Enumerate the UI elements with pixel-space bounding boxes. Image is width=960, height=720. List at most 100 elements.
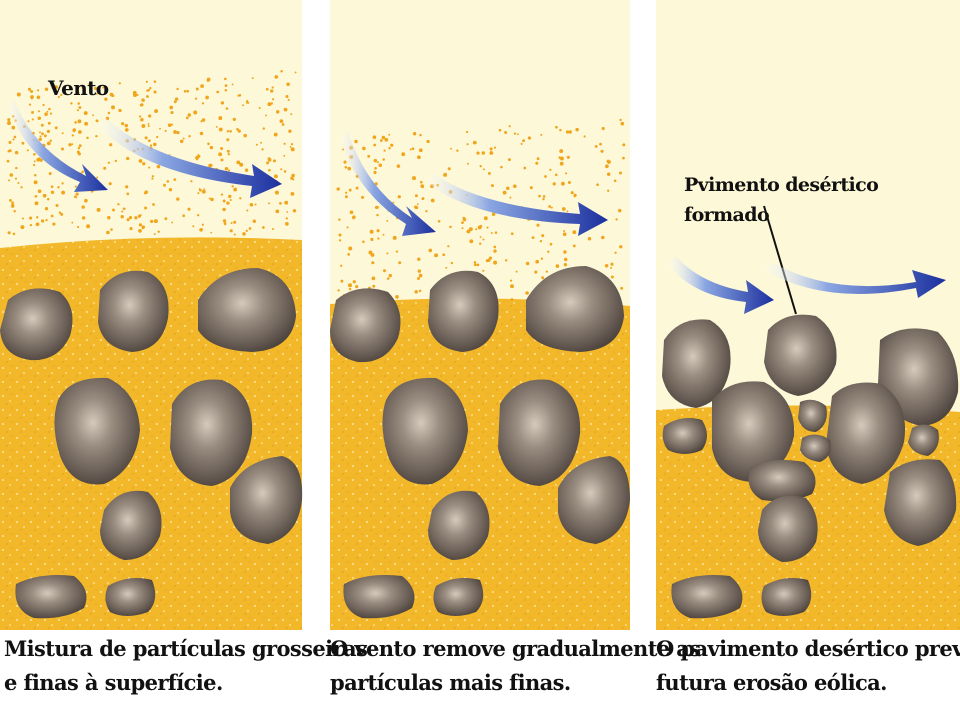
dust-particle: [29, 216, 33, 220]
dust-particle: [140, 103, 144, 107]
dust-particle: [170, 110, 174, 115]
dust-particle: [417, 277, 420, 280]
dust-particle: [199, 131, 204, 136]
dust-particle: [54, 126, 58, 130]
dust-particle: [272, 98, 275, 101]
dust-particle: [486, 226, 489, 229]
rock: [662, 319, 731, 408]
dust-particle: [77, 102, 80, 105]
dust-particle: [270, 89, 274, 93]
dust-particle: [267, 158, 272, 162]
dust-particle: [31, 118, 34, 121]
rock: [800, 434, 831, 462]
dust-particle: [397, 195, 401, 199]
dust-particle: [285, 222, 289, 226]
dust-particle: [479, 165, 482, 168]
rock: [908, 424, 939, 456]
dust-particle: [148, 139, 151, 142]
dust-particle: [348, 246, 353, 251]
dust-particle: [209, 145, 214, 150]
dust-particle: [71, 221, 74, 224]
dust-particle: [273, 174, 278, 179]
dust-particle: [226, 149, 230, 153]
dust-particle: [226, 130, 230, 133]
dust-particle: [88, 82, 92, 86]
dust-particle: [70, 102, 73, 105]
dust-particle: [552, 182, 556, 186]
dust-particle: [163, 183, 166, 187]
dust-particle: [228, 194, 232, 199]
rock: [526, 266, 624, 352]
dust-particle: [426, 139, 430, 144]
dust-particle: [125, 128, 129, 132]
dust-particle: [346, 226, 349, 229]
dust-particle: [610, 262, 614, 266]
dust-particle: [409, 148, 412, 151]
dust-particle: [106, 230, 110, 235]
dust-particle: [26, 149, 29, 152]
rock: [98, 270, 169, 352]
dust-particle: [224, 167, 229, 171]
dust-particle: [373, 158, 378, 163]
dust-particle: [195, 155, 199, 160]
dust-particle: [86, 224, 91, 229]
dust-particle: [153, 80, 157, 83]
dust-particle: [164, 217, 168, 221]
dust-particle: [566, 155, 570, 159]
dust-particle: [383, 149, 386, 152]
dust-particle: [362, 240, 365, 244]
dust-particle: [169, 105, 174, 110]
dust-particle: [183, 90, 187, 93]
dust-particle: [388, 273, 392, 278]
dust-particle: [40, 219, 45, 223]
dust-particle: [117, 203, 120, 206]
dust-particle: [352, 280, 356, 284]
dust-particle: [475, 228, 478, 231]
dust-particle: [517, 133, 519, 136]
panel-1-wind-arrow-right: [98, 118, 282, 198]
dust-particle: [566, 210, 569, 213]
dust-particle: [261, 148, 264, 151]
dust-particle: [555, 264, 560, 268]
dust-particle: [558, 156, 561, 159]
dust-particle: [479, 224, 483, 228]
dust-particle: [111, 105, 115, 110]
dust-particle: [534, 270, 538, 274]
dust-particle: [348, 188, 352, 192]
rock: [428, 490, 490, 560]
rock: [558, 456, 630, 544]
dust-particle: [466, 143, 469, 146]
panel-1-rocks: [0, 268, 303, 619]
dust-particle: [7, 121, 11, 126]
dust-particle: [28, 103, 32, 106]
dust-particle: [61, 190, 66, 195]
dust-particle: [275, 110, 280, 114]
dust-particle: [509, 196, 512, 199]
dust-particle: [472, 140, 477, 145]
dust-particle: [541, 234, 545, 238]
dust-particle: [547, 250, 550, 253]
dust-particle: [442, 253, 446, 257]
dust-particle: [233, 233, 236, 236]
dust-particle: [144, 206, 148, 210]
dust-particle: [37, 189, 42, 193]
dust-particle: [465, 130, 469, 134]
dust-particle: [153, 142, 157, 147]
dust-particle: [254, 203, 257, 206]
dust-particle: [33, 152, 36, 156]
caption-line-1: O pavimento desértico previne: [656, 636, 960, 661]
dust-particle: [372, 284, 376, 288]
dust-particle: [151, 175, 155, 178]
dust-particle: [33, 160, 36, 163]
dust-particle: [491, 212, 496, 216]
dust-particle: [490, 232, 493, 234]
dust-particle: [225, 107, 229, 110]
dust-particle: [378, 163, 383, 168]
dust-particle: [376, 229, 380, 233]
dust-particle: [292, 209, 297, 213]
dust-particle: [549, 168, 552, 172]
dust-particle: [159, 127, 161, 130]
dust-particle: [445, 266, 448, 269]
rock: [330, 288, 401, 363]
dust-particle: [281, 123, 285, 126]
